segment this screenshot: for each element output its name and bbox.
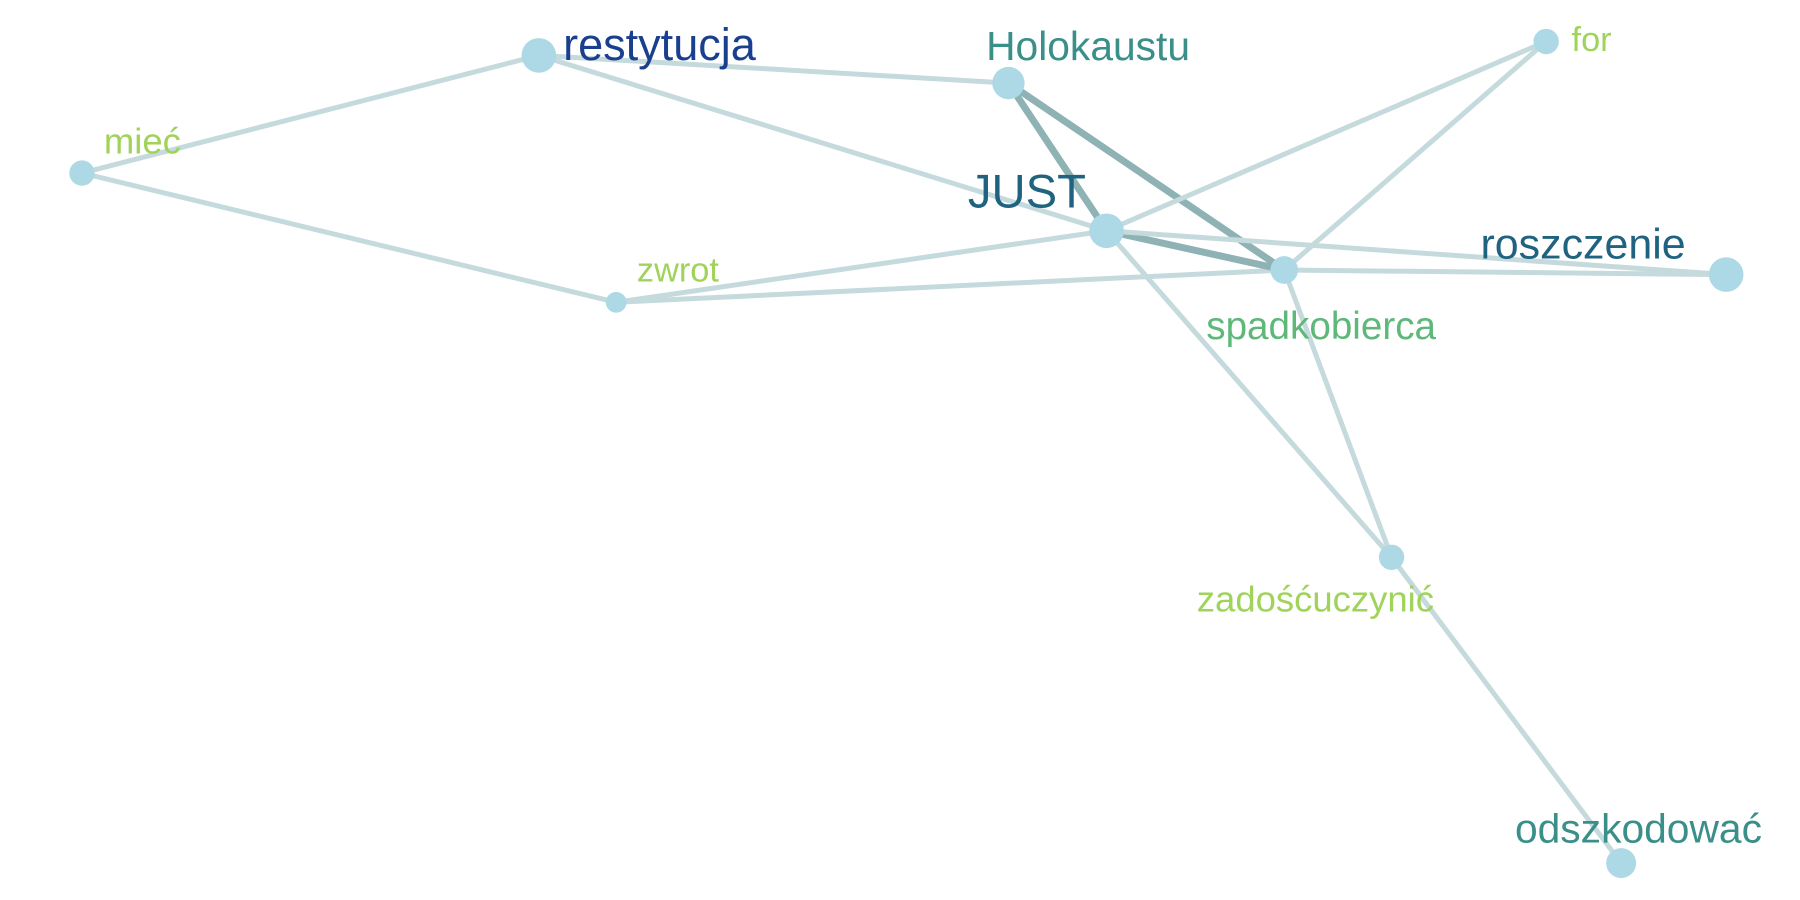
node-odszkodowac bbox=[1606, 848, 1637, 879]
edge-spadkobierca-zadoscuczynic bbox=[1281, 267, 1395, 560]
edge-just-roszczenie bbox=[1104, 228, 1729, 278]
edges-layer bbox=[79, 39, 1729, 866]
node-label-odszkodowac: odszkodować bbox=[1515, 805, 1762, 851]
node-label-zadoscuczynic: zadośćuczynić bbox=[1197, 579, 1434, 620]
node-label-miec: mieć bbox=[104, 120, 181, 161]
node-spadkobierca bbox=[1270, 256, 1299, 284]
nodes-layer bbox=[69, 28, 1744, 879]
node-label-just: JUST bbox=[968, 166, 1086, 219]
node-label-for: for bbox=[1572, 21, 1612, 59]
edge-holokaustu-just bbox=[1004, 79, 1111, 235]
edge-zwrot-spadkobierca bbox=[613, 267, 1287, 305]
edge-restytucja-just bbox=[536, 52, 1110, 234]
edge-spadkobierca-roszczenie bbox=[1281, 267, 1729, 278]
node-restytucja bbox=[521, 38, 557, 73]
node-zadoscuczynic bbox=[1378, 544, 1405, 570]
node-miec bbox=[69, 160, 95, 186]
edge-miec-zwrot bbox=[79, 170, 619, 305]
edge-just-spadkobierca bbox=[1103, 227, 1288, 274]
edge-miec-restytucja bbox=[79, 52, 542, 176]
edge-just-zadoscuczynic bbox=[1104, 228, 1395, 560]
node-roszczenie bbox=[1708, 257, 1744, 292]
edge-restytucja-holokaustu bbox=[536, 52, 1011, 86]
node-zwrot bbox=[605, 291, 627, 313]
edge-for-spadkobierca bbox=[1281, 39, 1549, 273]
node-holokaustu bbox=[992, 66, 1025, 100]
edge-zadoscuczynic-odszkodowac bbox=[1389, 554, 1624, 866]
node-label-spadkobierca: spadkobierca bbox=[1206, 305, 1436, 348]
edge-zwrot-just bbox=[613, 228, 1110, 305]
node-label-holokaustu: Holokaustu bbox=[986, 23, 1190, 69]
node-label-roszczenie: roszczenie bbox=[1481, 220, 1686, 268]
node-for bbox=[1533, 28, 1559, 55]
edge-for-just bbox=[1104, 39, 1549, 234]
node-label-zwrot: zwrot bbox=[637, 252, 719, 290]
node-label-restytucja: restytucja bbox=[563, 19, 757, 70]
node-just bbox=[1089, 213, 1124, 249]
